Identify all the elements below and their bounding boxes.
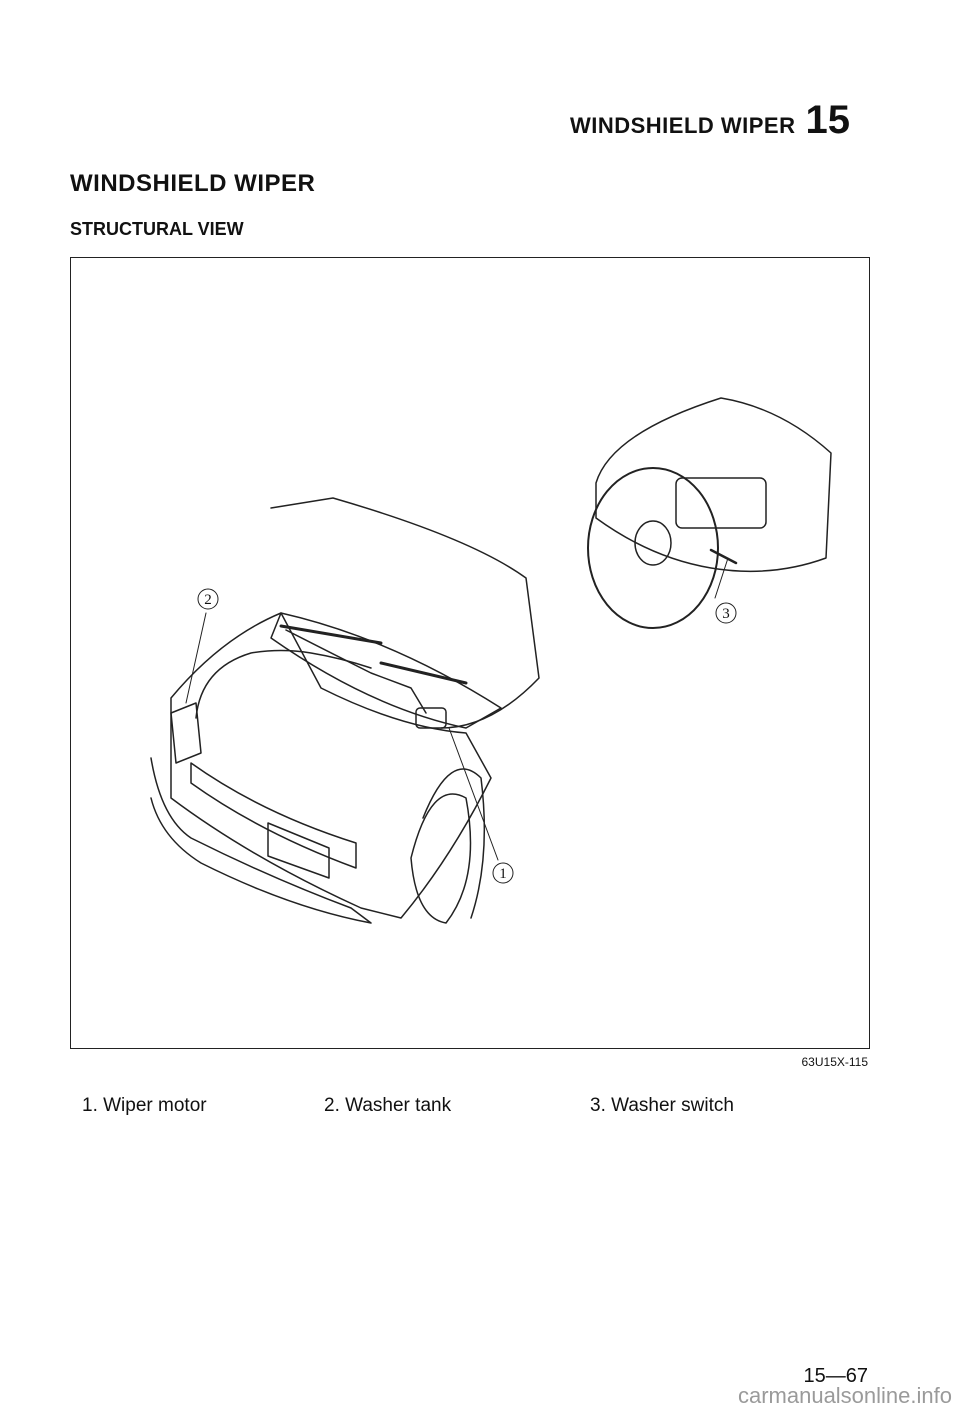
wiper-linkage [285, 629, 427, 714]
hood-outline [270, 612, 502, 729]
front-bumper [150, 757, 372, 924]
subsection-title: STRUCTURAL VIEW [70, 219, 244, 239]
legend-item-wiper-motor: 1. Wiper motor [82, 1095, 207, 1116]
callout-1-circle [492, 862, 514, 884]
dashboard-outline [595, 397, 832, 573]
figure-id: 63U15X-115 [801, 1055, 869, 1069]
wheel-arch [422, 768, 486, 919]
instrument-cluster [675, 477, 767, 529]
callout-2-circle [197, 588, 219, 610]
washer-switch-stalk [709, 548, 738, 565]
section-title: WINDSHIELD WIPER [70, 170, 316, 197]
headlamp [267, 822, 330, 879]
legend-item-washer-switch: 3. Washer switch [590, 1095, 734, 1116]
watermark: carmanualsonline.info [737, 1383, 952, 1408]
windshield-outline [270, 497, 540, 729]
leader-line-1 [448, 727, 499, 861]
front-wheel [410, 793, 472, 924]
wiper-system-illustration: 1 2 3 [150, 397, 832, 924]
car-front-outline [170, 612, 492, 919]
page-number: 15—67 [803, 1365, 869, 1387]
callout-3-text: 3 [722, 606, 730, 622]
header-title: WINDSHIELD WIPER [569, 113, 796, 138]
callout-3-circle [715, 602, 737, 624]
structural-view-figure: 1 2 3 [70, 257, 870, 1049]
leader-line-3 [714, 557, 729, 599]
wiper-motor-shape [415, 707, 447, 729]
legend-item-washer-tank: 2. Washer tank [324, 1095, 452, 1116]
callout-1-text: 1 [499, 866, 507, 882]
washer-hose [195, 649, 372, 719]
leader-line-2 [185, 612, 207, 704]
steering-hub [634, 520, 672, 566]
wiper-blade-left [279, 624, 383, 645]
page-header: WINDSHIELD WIPER 15 [570, 98, 850, 143]
wiper-blade-right [379, 661, 468, 685]
steering-wheel [587, 467, 719, 629]
washer-tank-shape [170, 702, 202, 764]
section-number: 15 [805, 98, 851, 142]
grille [190, 762, 357, 869]
callout-2-text: 2 [204, 592, 212, 608]
